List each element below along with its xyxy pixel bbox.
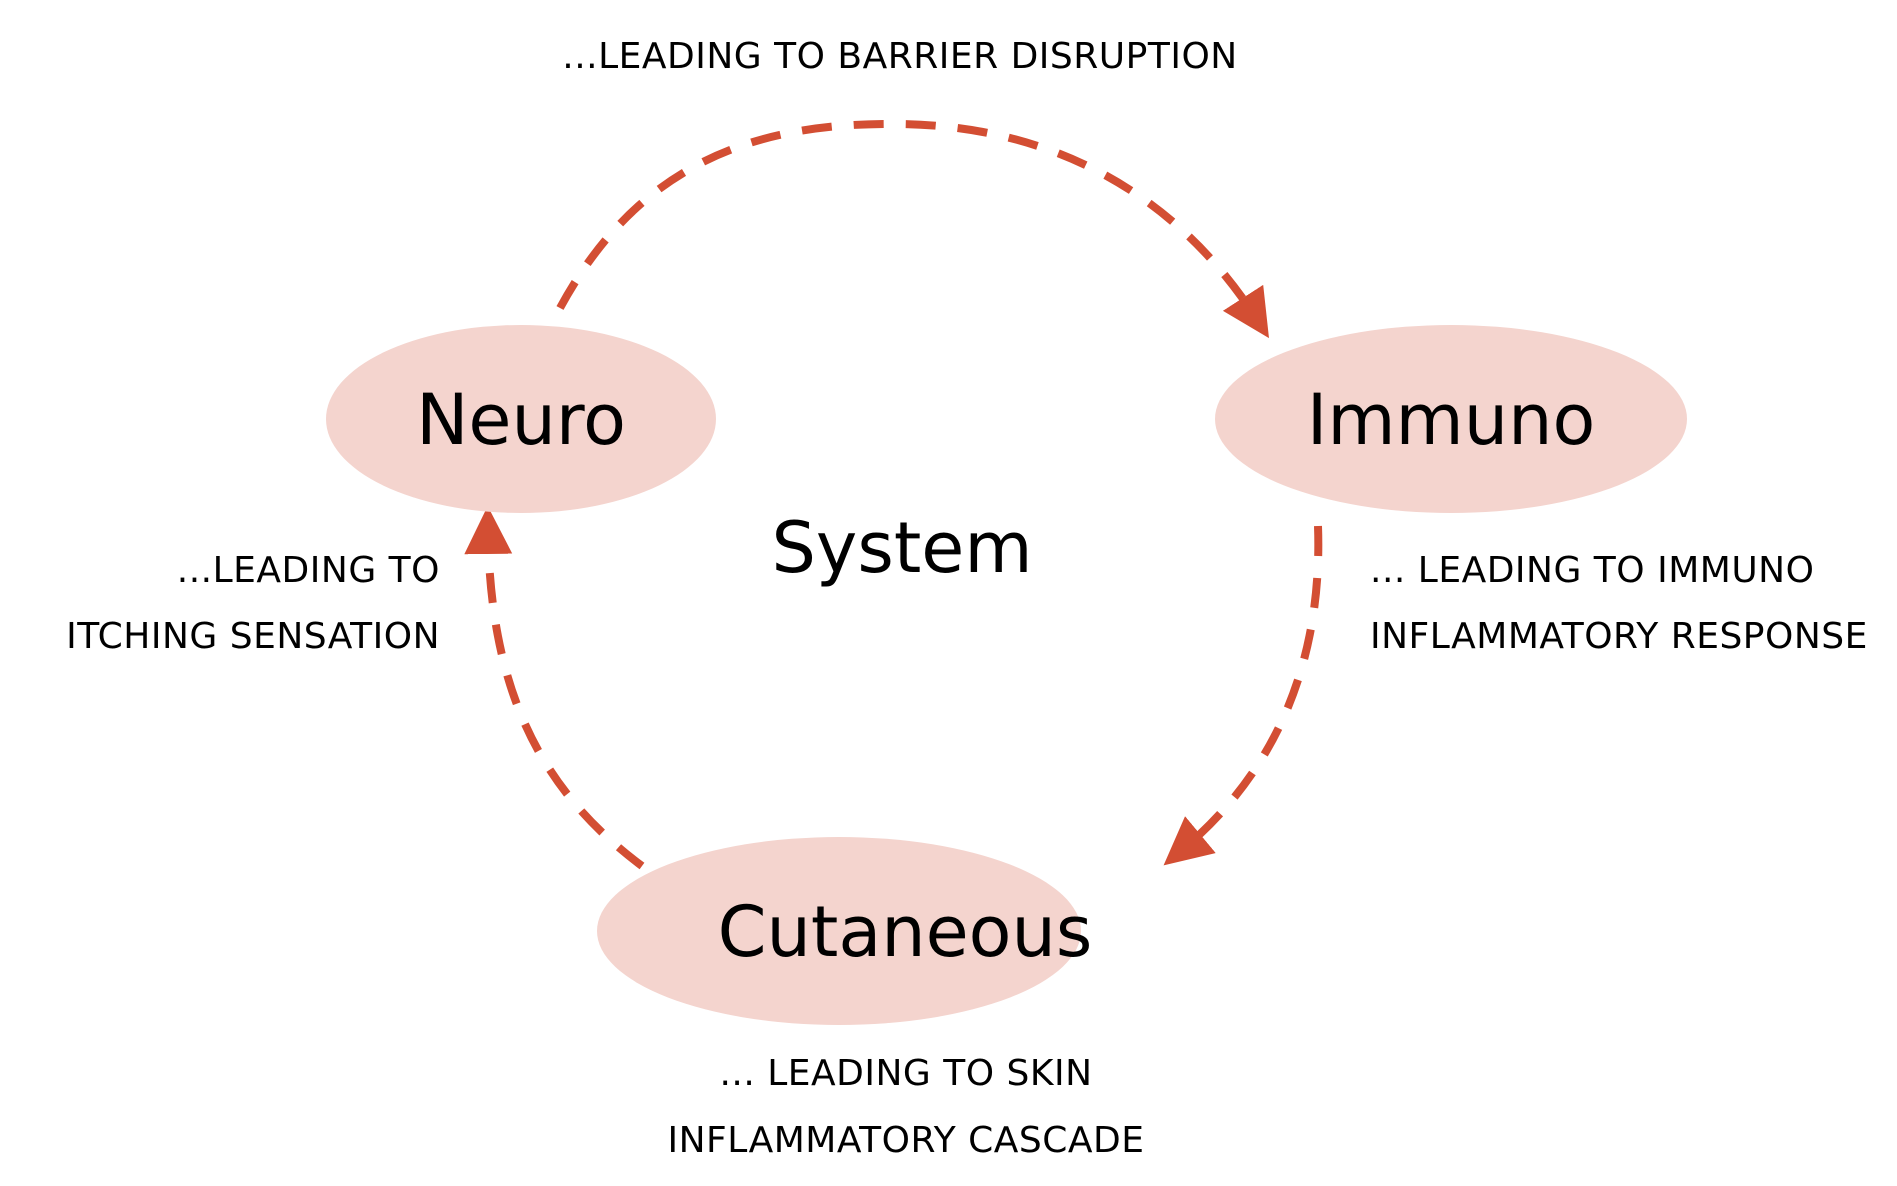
- node-immuno-label: Immuno: [1307, 379, 1596, 461]
- node-cutaneous: Cutaneous: [597, 837, 1092, 1025]
- caption-itching-line-2: ITCHING SENSATION: [66, 616, 440, 657]
- caption-immuno-line-2: INFLAMMATORY RESPONSE: [1370, 616, 1868, 657]
- arrow-immuno-to-cutaneous: [1163, 525, 1323, 866]
- node-immuno: Immuno: [1215, 325, 1687, 513]
- node-cutaneous-label: Cutaneous: [718, 891, 1093, 973]
- center-label: System: [771, 507, 1032, 589]
- caption-skin-line-1: ... LEADING TO SKIN: [719, 1053, 1092, 1094]
- arrow-cutaneous-to-neuro: [464, 506, 645, 870]
- caption-itching-line-1: ...LEADING TO: [177, 550, 440, 591]
- node-neuro: Neuro: [326, 325, 716, 513]
- caption-skin-line-2: INFLAMMATORY CASCADE: [667, 1120, 1144, 1161]
- caption-barrier-disruption: ...LEADING TO BARRIER DISRUPTION: [562, 36, 1237, 77]
- node-neuro-label: Neuro: [416, 379, 626, 461]
- arrow-neuro-to-immuno: [556, 119, 1270, 339]
- caption-immuno-line-1: ... LEADING TO IMMUNO: [1370, 550, 1814, 591]
